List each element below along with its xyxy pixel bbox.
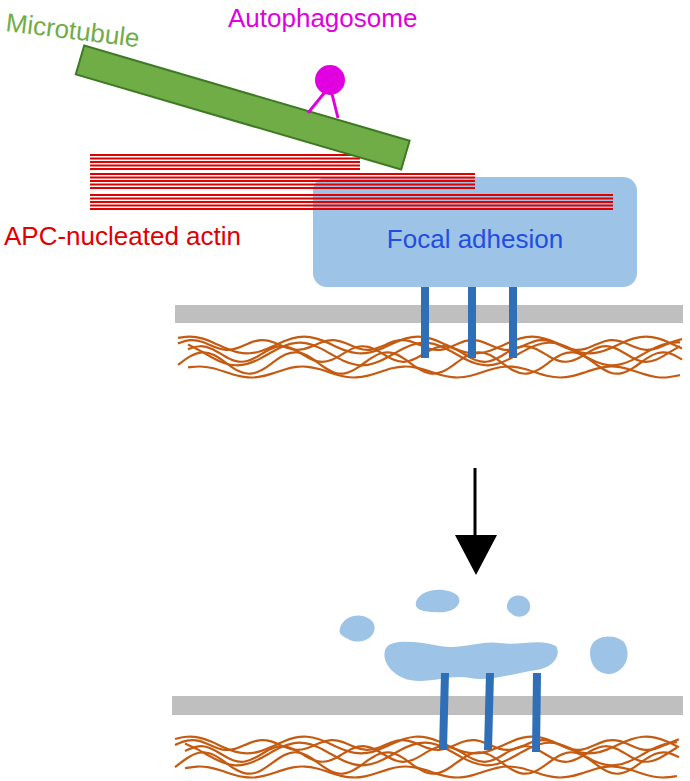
integrin (439, 673, 449, 750)
integrin (532, 673, 541, 752)
actin-filament (90, 161, 360, 163)
structure-label: Microtubule (4, 8, 141, 54)
actin-filament (90, 184, 475, 186)
process-arrow-head (455, 535, 497, 575)
structure-label: Autophagosome (228, 4, 417, 34)
actin-filament (90, 158, 360, 160)
actin-filament (90, 194, 613, 196)
integrin-group (421, 280, 517, 358)
adhesion-fragment (384, 642, 557, 681)
autophagosome (315, 65, 345, 95)
process-arrow-shaft (474, 468, 477, 540)
autophagosome-tether (308, 92, 325, 113)
actin-filament (90, 154, 360, 156)
actin-filament (90, 173, 475, 175)
actin-filament (90, 168, 360, 170)
ecm-fibre (188, 367, 680, 378)
autophagosome-tether (332, 94, 338, 118)
cell-membrane (172, 696, 683, 715)
ecm-fibre (185, 767, 677, 778)
focal-adhesion-box: Focal adhesion (313, 177, 637, 287)
ecm-fibre (178, 339, 682, 350)
actin-filament (90, 165, 360, 167)
ecm-fibre (185, 742, 677, 765)
ecm-fibre (188, 346, 680, 362)
microtubule-group (76, 46, 410, 170)
actin-filament (90, 180, 475, 182)
integrin-group (439, 673, 541, 752)
actin-filament (90, 198, 613, 200)
actin-filaments (90, 155, 613, 209)
integrin (484, 673, 494, 750)
integrin (421, 280, 429, 358)
node-label: Focal adhesion (387, 225, 563, 255)
actin-filament (90, 187, 475, 189)
structure-label: APC-nucleated actin (4, 222, 241, 252)
integrin (468, 280, 476, 358)
actin-filament (90, 205, 613, 207)
extracellular-matrix (178, 337, 682, 378)
adhesion-fragment (416, 590, 460, 613)
actin-filament (90, 208, 613, 210)
actin-filament (90, 201, 613, 203)
adhesion-fragment (339, 615, 374, 641)
ecm-fibre (188, 342, 680, 365)
adhesion-fragment (507, 595, 530, 616)
adhesion-fragments (339, 590, 627, 681)
actin-filament (90, 177, 475, 179)
ecm-fibre (178, 337, 682, 354)
ecm-fibre (175, 739, 679, 750)
integrin (509, 280, 517, 358)
adhesion-fragment (590, 637, 628, 674)
extracellular-matrix (175, 737, 679, 778)
microtubule (76, 46, 410, 170)
ecm-fibre (175, 737, 679, 754)
